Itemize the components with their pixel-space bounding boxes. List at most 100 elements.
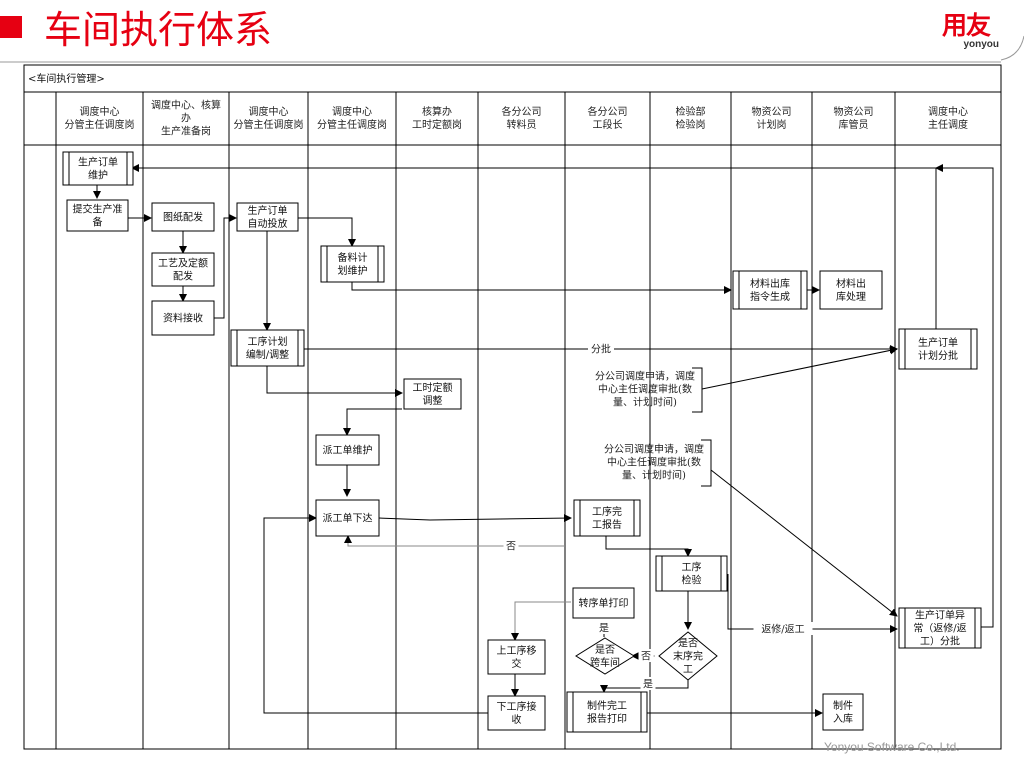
flow-connector bbox=[935, 164, 994, 628]
box-label-line: 工）分批 bbox=[920, 635, 960, 648]
box-label: 工时定额调整 bbox=[413, 381, 453, 407]
box-quota-adjust: 工时定额调整 bbox=[403, 378, 462, 410]
decision-label-line: 是否 bbox=[678, 638, 698, 650]
lane-header-line: 计划岗 bbox=[757, 118, 787, 131]
decision-last-op: 是否末序完工 bbox=[658, 631, 718, 681]
footer-copyright: Yonyou Software Co.,Ltd. bbox=[824, 740, 960, 754]
box-drawing: 图纸配发 bbox=[151, 202, 215, 232]
flow-connector bbox=[344, 535, 565, 547]
flow-labels: 分公司调度申请，调度中心主任调度审批(数量、计划时间) 分公司调度申请，调度中心主… bbox=[503, 342, 813, 691]
annotation-text-line: 中心主任调度审批(数 bbox=[598, 383, 692, 396]
annotation-text-line: 中心主任调度审批(数 bbox=[607, 456, 701, 469]
decision-label-line: 跨车间 bbox=[590, 656, 620, 669]
edge-label-rework: 返修/返工 bbox=[761, 623, 804, 636]
lane-header-line: 调度中心 bbox=[80, 105, 120, 118]
box-label-line: 配发 bbox=[173, 270, 193, 283]
box-label: 生产订单维护 bbox=[78, 156, 118, 182]
lane-header-line: 检验部 bbox=[676, 105, 706, 118]
box-label: 资料接收 bbox=[163, 312, 203, 325]
lane-header-line: 生产准备岗 bbox=[161, 125, 211, 138]
lane-header-line: 调度中心 bbox=[928, 105, 968, 118]
box-label-line: 工序完 bbox=[592, 505, 622, 518]
box-label-line: 工序 bbox=[682, 561, 702, 574]
box-op-report: 工序完工报告 bbox=[573, 499, 641, 537]
box-label-line: 制件 bbox=[833, 699, 853, 712]
lane-header: 调度中心、核算办生产准备岗 bbox=[151, 99, 221, 138]
box-label-line: 提交生产准 bbox=[73, 203, 123, 216]
box-label: 提交生产准备 bbox=[73, 203, 123, 229]
box-process-quota: 工艺及定额配发 bbox=[151, 252, 215, 287]
box-label-line: 划维护 bbox=[338, 264, 368, 277]
lane-header: 各分公司工段长 bbox=[588, 105, 628, 131]
diagram-caption: <车间执行管理> bbox=[28, 72, 105, 85]
edge-label-yes-last: 是 bbox=[643, 679, 653, 691]
box-order-exception: 生产订单异常（返修/返工）分批 bbox=[898, 607, 982, 649]
box-label: 生产订单异常（返修/返工）分批 bbox=[913, 609, 966, 648]
lane-header-line: 主任调度 bbox=[928, 118, 968, 131]
box-label-line: 材料出库 bbox=[750, 277, 790, 290]
box-label-line: 下工序接 bbox=[497, 700, 537, 713]
box-label: 材料出库处理 bbox=[836, 277, 866, 303]
box-label-line: 工序计划 bbox=[248, 335, 288, 348]
decision-label: 是否跨车间 bbox=[590, 644, 620, 669]
annotation-text: 分公司调度申请，调度中心主任调度审批(数量、计划时间) bbox=[604, 443, 704, 482]
box-dispatch-issue: 派工单下达 bbox=[315, 499, 380, 537]
box-order-maintain: 生产订单维护 bbox=[62, 151, 134, 186]
lane-header: 核算办工时定额岗 bbox=[412, 105, 462, 131]
lane-header-line: 物资公司 bbox=[834, 105, 874, 118]
box-label-line: 材料出 bbox=[836, 277, 866, 290]
box-next-receive: 下工序接收 bbox=[487, 695, 546, 731]
box-label: 上工序移交 bbox=[497, 644, 537, 670]
box-op-plan: 工序计划编制/调整 bbox=[230, 329, 305, 367]
diagram-frame: <车间执行管理> bbox=[23, 64, 1002, 750]
box-label-line: 自动投放 bbox=[248, 217, 288, 230]
box-label-line: 报告打印 bbox=[587, 712, 627, 725]
box-label-line: 备 bbox=[93, 216, 103, 229]
flow-connector bbox=[511, 601, 571, 641]
annotation-note1: 分公司调度申请，调度中心主任调度审批(数量、计划时间) bbox=[595, 367, 703, 413]
box-part-report-print: 制件完工报告打印 bbox=[566, 691, 648, 733]
lane-header: 调度中心分管主任调度岗 bbox=[317, 105, 387, 131]
swimlane-headers: 调度中心分管主任调度岗调度中心、核算办生产准备岗调度中心分管主任调度岗调度中心分… bbox=[55, 92, 1002, 749]
edge-label-yes-transfer: 是 bbox=[599, 623, 609, 635]
lane-header-line: 库管员 bbox=[839, 118, 869, 131]
flow-connector bbox=[377, 514, 572, 523]
lane-header-line: 工时定额岗 bbox=[412, 118, 462, 131]
annotation-text-line: 量、计划时间) bbox=[622, 469, 686, 482]
box-label: 工序计划编制/调整 bbox=[246, 335, 289, 361]
box-label: 转序单打印 bbox=[579, 597, 629, 610]
decision-cross-shop: 是否跨车间 bbox=[575, 637, 635, 675]
decision-label: 是否末序完工 bbox=[673, 638, 703, 676]
box-label: 工序检验 bbox=[682, 561, 702, 587]
lane-header-line: 各分公司 bbox=[588, 105, 628, 118]
annotation-note2: 分公司调度申请，调度中心主任调度审批(数量、计划时间) bbox=[604, 439, 712, 487]
box-label-line: 指令生成 bbox=[750, 290, 790, 303]
flow-connectors bbox=[93, 164, 994, 717]
lane-header-line: 检验岗 bbox=[676, 118, 706, 131]
lane-header-line: 核算办 bbox=[422, 105, 452, 118]
lane-header: 检验部检验岗 bbox=[676, 105, 706, 131]
edge-label-no-dispatch: 否 bbox=[506, 541, 516, 553]
title-marker bbox=[0, 16, 22, 38]
box-label-line: 交 bbox=[512, 657, 522, 670]
box-label: 制件完工报告打印 bbox=[587, 699, 627, 725]
box-label: 生产订单自动投放 bbox=[248, 204, 288, 230]
decision-label-line: 工 bbox=[683, 665, 693, 676]
box-label-line: 上工序移 bbox=[497, 644, 537, 657]
box-order-batch: 生产订单计划分批 bbox=[898, 328, 978, 370]
box-warehouse-in: 制件入库 bbox=[822, 693, 864, 731]
box-label: 制件入库 bbox=[833, 699, 853, 725]
page-title: 车间执行体系 bbox=[44, 8, 273, 52]
flow-connector bbox=[605, 536, 692, 557]
box-label: 备料计划维护 bbox=[338, 251, 368, 277]
flow-connector bbox=[343, 408, 402, 436]
box-label: 派工单维护 bbox=[323, 444, 373, 457]
lane-header-line: 分管主任调度岗 bbox=[317, 118, 387, 131]
lane-header-line: 分管主任调度岗 bbox=[65, 118, 135, 131]
box-label-line: 生产订单 bbox=[918, 336, 958, 349]
lane-header: 调度中心分管主任调度岗 bbox=[65, 105, 135, 131]
lane-header-line: 转料员 bbox=[507, 118, 537, 131]
box-label-line: 检验 bbox=[682, 574, 702, 587]
box-label: 材料出库指令生成 bbox=[750, 277, 790, 303]
